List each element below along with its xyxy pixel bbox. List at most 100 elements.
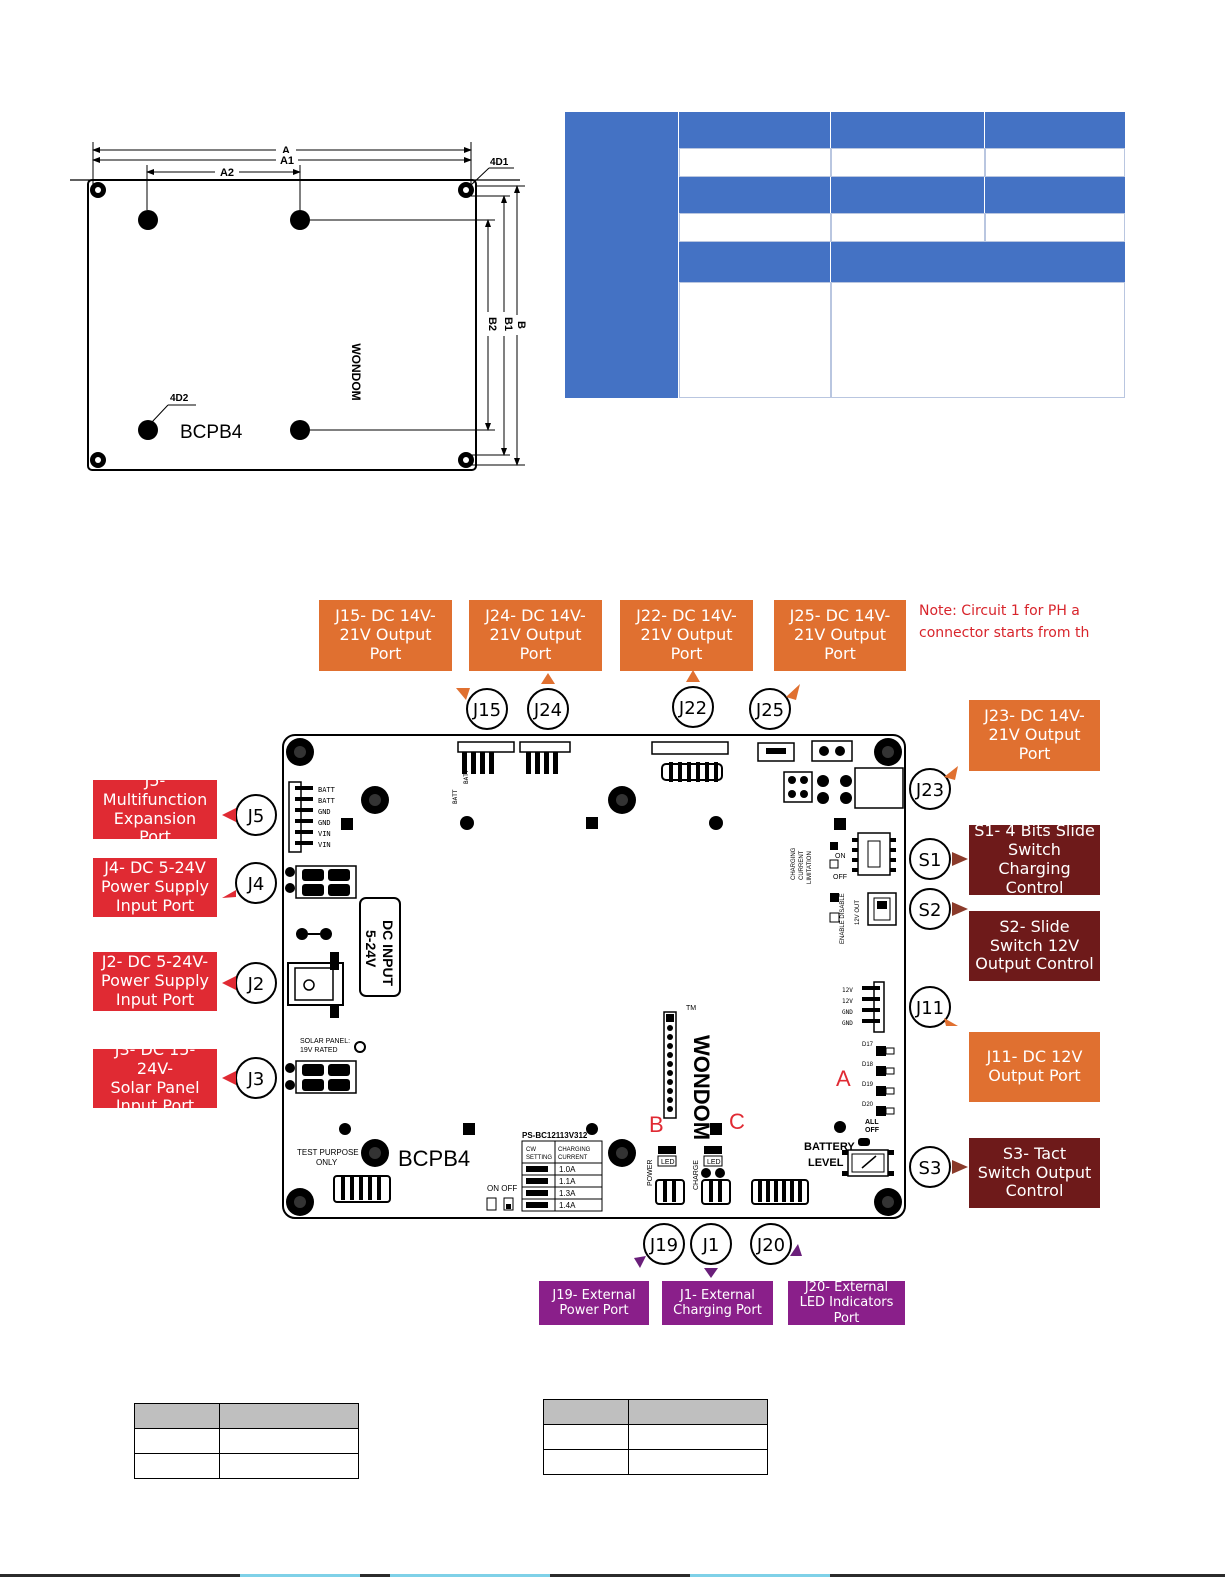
- footer-highlight: [240, 1574, 360, 1577]
- cw-header-setting-2: SETTING: [526, 1155, 552, 1161]
- battery-level-label-2: LEVEL: [808, 1157, 844, 1169]
- circle-j22: J22: [672, 686, 714, 728]
- charging-limitation-label-2: CURRENT: [799, 850, 805, 880]
- cw-header-setting: CW: [526, 1147, 536, 1153]
- circle-j2: J2: [235, 962, 277, 1004]
- s3-tact-switch: BATTERY LEVEL: [804, 1138, 894, 1177]
- circle-j5: J5: [235, 794, 277, 836]
- callout-j3: J3- DC 15-24V- Solar Panel Input Port: [93, 1040, 217, 1115]
- solar-panel-rated: 19V RATED: [300, 1047, 338, 1054]
- j4-terminal: [285, 865, 357, 899]
- svg-text:J20: J20: [756, 1235, 785, 1256]
- j2-dc-jack: DC INPUT 5-24V: [287, 897, 401, 1018]
- charging-limitation-label-3: LIMITATION: [807, 851, 813, 884]
- j11-connector: 12V 12V GND GND: [842, 981, 885, 1033]
- on-label: ON: [835, 853, 846, 860]
- spec-table: [565, 112, 1125, 398]
- j11-pin-label: 12V: [842, 987, 853, 994]
- all-off-label: ALL: [865, 1119, 879, 1126]
- j5-pin-label: BATT: [318, 786, 336, 794]
- j15-connector: BATT BATT: [452, 741, 515, 804]
- pcb-logo: WONDOM: [689, 1035, 714, 1140]
- led-label: D17: [862, 1042, 874, 1048]
- table-cell: [628, 1449, 768, 1475]
- svg-text:S3: S3: [919, 1158, 942, 1179]
- j15-pin-label: BATT: [452, 789, 459, 804]
- j5-pin-label: VIN: [318, 841, 331, 849]
- bottom-table-left: [134, 1403, 359, 1479]
- dim-label-4d2: 4D2: [170, 393, 189, 404]
- table-cell: [543, 1449, 629, 1475]
- spec-table-cell: [831, 148, 985, 177]
- solar-panel-label: SOLAR PANEL:: [300, 1038, 350, 1045]
- callout-j4: J4- DC 5-24V Power Supply Input Port: [93, 858, 217, 917]
- dimension-drawing: A A1 A2 B B1 B2 4D1: [70, 142, 527, 471]
- pcb-board-name: BCPB4: [398, 1146, 470, 1171]
- dim-label-b: B: [515, 321, 527, 329]
- spec-table-header-cell: [985, 177, 1125, 213]
- note-text: Note: Circuit 1 for PH a connector start…: [919, 603, 1090, 642]
- j11-pin-label: GND: [842, 1009, 853, 1016]
- j11-pin-label: GND: [842, 1020, 853, 1027]
- s2-switch: ENABLE DISABLE 12V OUT: [829, 892, 897, 944]
- table-cell: [219, 1428, 359, 1454]
- svg-text:J2: J2: [247, 974, 265, 995]
- dim-label-a2: A2: [220, 167, 234, 179]
- footer-highlight: [690, 1574, 830, 1577]
- mounting-holes: [90, 182, 474, 468]
- pcb-outline: [282, 734, 906, 1219]
- spec-table-header-cell: [831, 112, 984, 148]
- svg-text:J25: J25: [755, 700, 784, 721]
- dim-board-name: BCPB4: [180, 422, 243, 443]
- bottom-table-right: [543, 1399, 768, 1475]
- dc-input-box: [359, 897, 401, 997]
- all-off-label-2: OFF: [865, 1127, 880, 1134]
- svg-text:J22: J22: [678, 698, 707, 719]
- j3-terminal: SOLAR PANEL: 19V RATED: [285, 1038, 366, 1094]
- table-cell: [628, 1424, 768, 1450]
- svg-text:J11: J11: [915, 998, 944, 1019]
- cw-row: 1.0A: [559, 1165, 576, 1174]
- spec-table-side-header: [565, 112, 678, 398]
- spec-table-header-cell: [831, 177, 984, 213]
- callout-j5: J5- Multifunction Expansion Port: [93, 771, 217, 846]
- circle-s3: S3: [909, 1146, 951, 1188]
- power-label: POWER: [647, 1160, 654, 1186]
- marker-c: C: [729, 1109, 745, 1134]
- circle-j24: J24: [527, 688, 569, 730]
- callout-j11: J11- DC 12V Output Port: [969, 1032, 1100, 1102]
- marker-b: B: [649, 1112, 664, 1137]
- svg-text:J19: J19: [649, 1235, 678, 1256]
- pcb-tm: TM: [686, 1005, 696, 1012]
- circle-j20: J20: [750, 1223, 792, 1265]
- dim-label-b2: B2: [486, 317, 498, 331]
- circle-j19: J19: [643, 1223, 685, 1265]
- circle-j23: J23: [909, 768, 951, 810]
- charge-label: CHARGE: [693, 1160, 700, 1190]
- circle-j25: J25: [749, 688, 791, 730]
- on-off-label: ON OFF: [487, 1184, 517, 1193]
- circle-j3: J3: [235, 1057, 277, 1099]
- table-header-cell: [543, 1399, 629, 1425]
- j5-pin-label: BATT: [318, 797, 336, 805]
- spec-table-cell: [679, 213, 831, 242]
- dim-label-4d1: 4D1: [490, 157, 509, 168]
- spec-table-cell: [679, 148, 831, 177]
- callout-s2: S2- Slide Switch 12V Output Control: [969, 911, 1100, 981]
- table-cell: [219, 1453, 359, 1479]
- j5-pin-label: GND: [318, 819, 331, 827]
- spec-table-cell: [831, 213, 985, 242]
- off-label: OFF: [833, 874, 847, 881]
- charge-led-label: LED: [707, 1159, 721, 1166]
- circle-s1: S1: [909, 838, 951, 880]
- table-header-cell: [219, 1403, 359, 1429]
- pcb-board: BATT BATT: [282, 734, 906, 1219]
- callout-s3: S3- Tact Switch Output Control: [969, 1138, 1100, 1208]
- dc-input-line-2: 5-24V: [363, 930, 379, 968]
- power-led-label: LED: [661, 1159, 675, 1166]
- table-cell: [134, 1453, 220, 1479]
- cw-row: 1.3A: [559, 1189, 576, 1198]
- test-connector: TEST PURPOSE ONLY: [297, 1148, 391, 1203]
- test-purpose-line-2: ONLY: [316, 1158, 338, 1167]
- dim-label-b1: B1: [502, 317, 514, 331]
